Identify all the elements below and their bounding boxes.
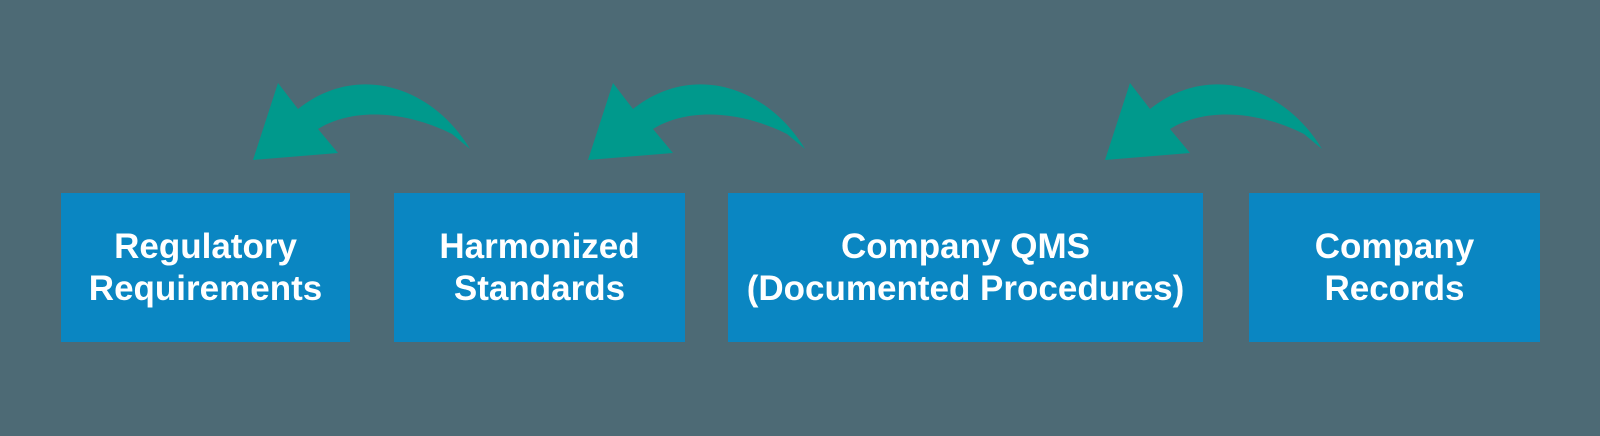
box-label-line: Standards [453,268,626,308]
arrow-shape [253,83,470,160]
box-label: Company QMS (Documented Procedures) [747,226,1185,310]
box-label-line: Records [1324,268,1465,308]
box-label: Harmonized Standards [439,226,639,310]
box-company-qms: Company QMS (Documented Procedures) [728,193,1203,342]
curved-arrow-left-icon [253,83,470,160]
box-label-line: Company QMS [841,226,1090,266]
box-label-line: Company [1314,226,1475,266]
box-label-line: Harmonized [439,226,640,266]
arrow-shape [588,83,805,160]
box-label-line: Regulatory [114,226,297,266]
box-regulatory-requirements: Regulatory Requirements [61,193,350,342]
curved-arrow-left-icon [1105,83,1322,160]
arrow-shape [1105,83,1322,160]
box-label-line: Requirements [88,268,323,308]
box-label: Regulatory Requirements [89,226,322,310]
box-label-line: (Documented Procedures) [746,268,1185,308]
box-label: Company Records [1315,226,1474,310]
curved-arrow-left-icon [588,83,805,160]
box-company-records: Company Records [1249,193,1540,342]
box-harmonized-standards: Harmonized Standards [394,193,685,342]
